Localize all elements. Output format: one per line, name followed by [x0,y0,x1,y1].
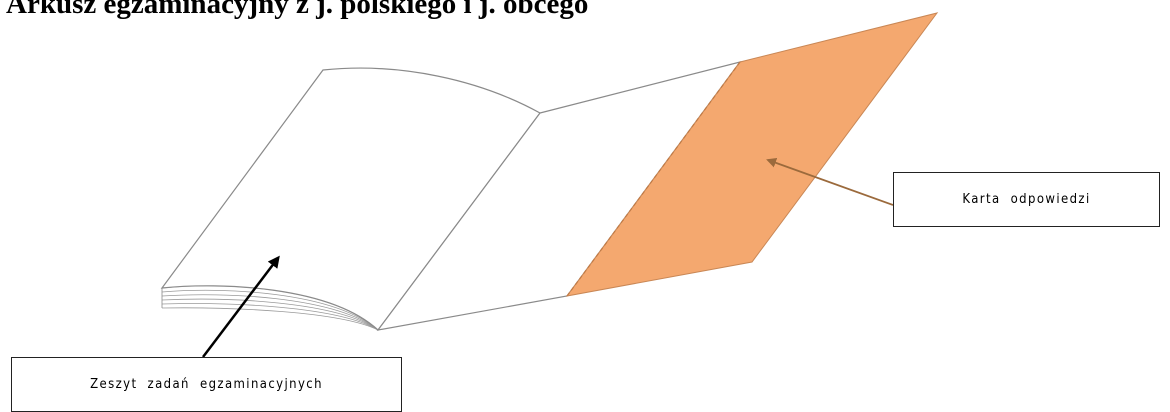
answer-card-label: Karta odpowiedzi [962,192,1090,207]
answer-card-label-box: Karta odpowiedzi [893,172,1160,227]
task-booklet-label-box: Zeszyt zadań egzaminacyjnych [11,357,402,412]
task-booklet-label: Zeszyt zadań egzaminacyjnych [90,377,323,392]
